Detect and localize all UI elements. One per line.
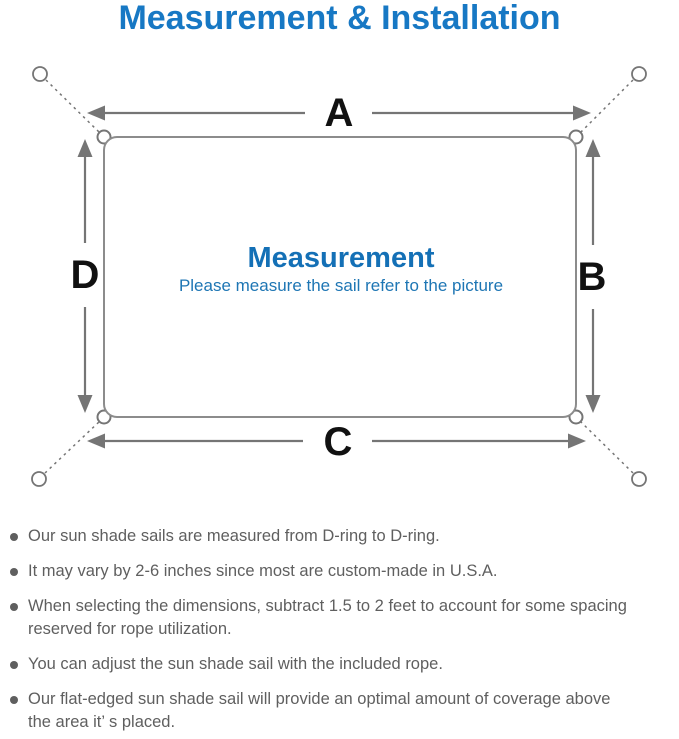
side-label-c: C [324, 420, 353, 464]
rope-dashed-line-bottom-left [44, 420, 101, 474]
arrow-side-b: B [578, 139, 607, 413]
arrow-side-c: C [87, 420, 586, 464]
note-line: Our sun shade sails are measured from D-… [28, 527, 440, 545]
arrow-down-icon [77, 395, 93, 413]
measurement-diagram: A C D B Measurement Please measure the s… [31, 66, 647, 487]
note-line: Our flat-edged sun shade sail will provi… [28, 690, 611, 708]
bullet-icon [10, 695, 18, 704]
anchor-point-icon [31, 471, 47, 487]
arrow-left-icon [87, 433, 105, 449]
arrow-side-a: A [87, 91, 591, 135]
rope-dashed-line-top-right [579, 79, 634, 134]
side-label-b: B [578, 255, 607, 299]
note-line: When selecting the dimensions, subtract … [28, 597, 627, 615]
arrow-right-icon [568, 433, 586, 449]
note-item: It may vary by 2-6 inches since most are… [10, 560, 679, 583]
anchor-point-icon [631, 66, 647, 82]
diagram-heading: Measurement [248, 242, 435, 274]
rope-dashed-line-bottom-right [579, 420, 634, 474]
side-label-a: A [325, 91, 354, 135]
note-line: reserved for rope utilization. [28, 620, 232, 638]
bullet-icon [10, 660, 18, 669]
rope-dashed-line-top-left [45, 79, 101, 134]
sail-outline [103, 136, 577, 418]
arrow-side-d: D [71, 139, 100, 413]
note-line: It may vary by 2-6 inches since most are… [28, 562, 498, 580]
bullet-icon [10, 602, 18, 611]
note-text: When selecting the dimensions, subtract … [28, 595, 627, 641]
arrow-right-icon [573, 105, 591, 121]
arrow-left-icon [87, 105, 105, 121]
diagram-subheading: Please measure the sail refer to the pic… [179, 276, 503, 295]
note-item: Our flat-edged sun shade sail will provi… [10, 688, 679, 734]
anchor-points [31, 66, 647, 487]
notes-list: Our sun shade sails are measured from D-… [0, 517, 679, 734]
note-item: Our sun shade sails are measured from D-… [10, 525, 679, 548]
anchor-point-icon [631, 471, 647, 487]
note-item: You can adjust the sun shade sail with t… [10, 653, 679, 676]
arrow-up-icon [77, 139, 93, 157]
page-title: Measurement & Installation [118, 0, 561, 37]
note-item: When selecting the dimensions, subtract … [10, 595, 679, 641]
note-text: It may vary by 2-6 inches since most are… [28, 560, 498, 583]
bullet-icon [10, 532, 18, 541]
note-text: Our sun shade sails are measured from D-… [28, 525, 440, 548]
bullet-icon [10, 567, 18, 576]
anchor-point-icon [32, 66, 48, 82]
note-line: You can adjust the sun shade sail with t… [28, 655, 443, 673]
note-text: Our flat-edged sun shade sail will provi… [28, 688, 610, 734]
arrow-up-icon [585, 139, 601, 157]
note-line: the area it’ s placed. [28, 713, 176, 731]
note-text: You can adjust the sun shade sail with t… [28, 653, 443, 676]
side-label-d: D [71, 253, 100, 297]
arrow-down-icon [585, 395, 601, 413]
